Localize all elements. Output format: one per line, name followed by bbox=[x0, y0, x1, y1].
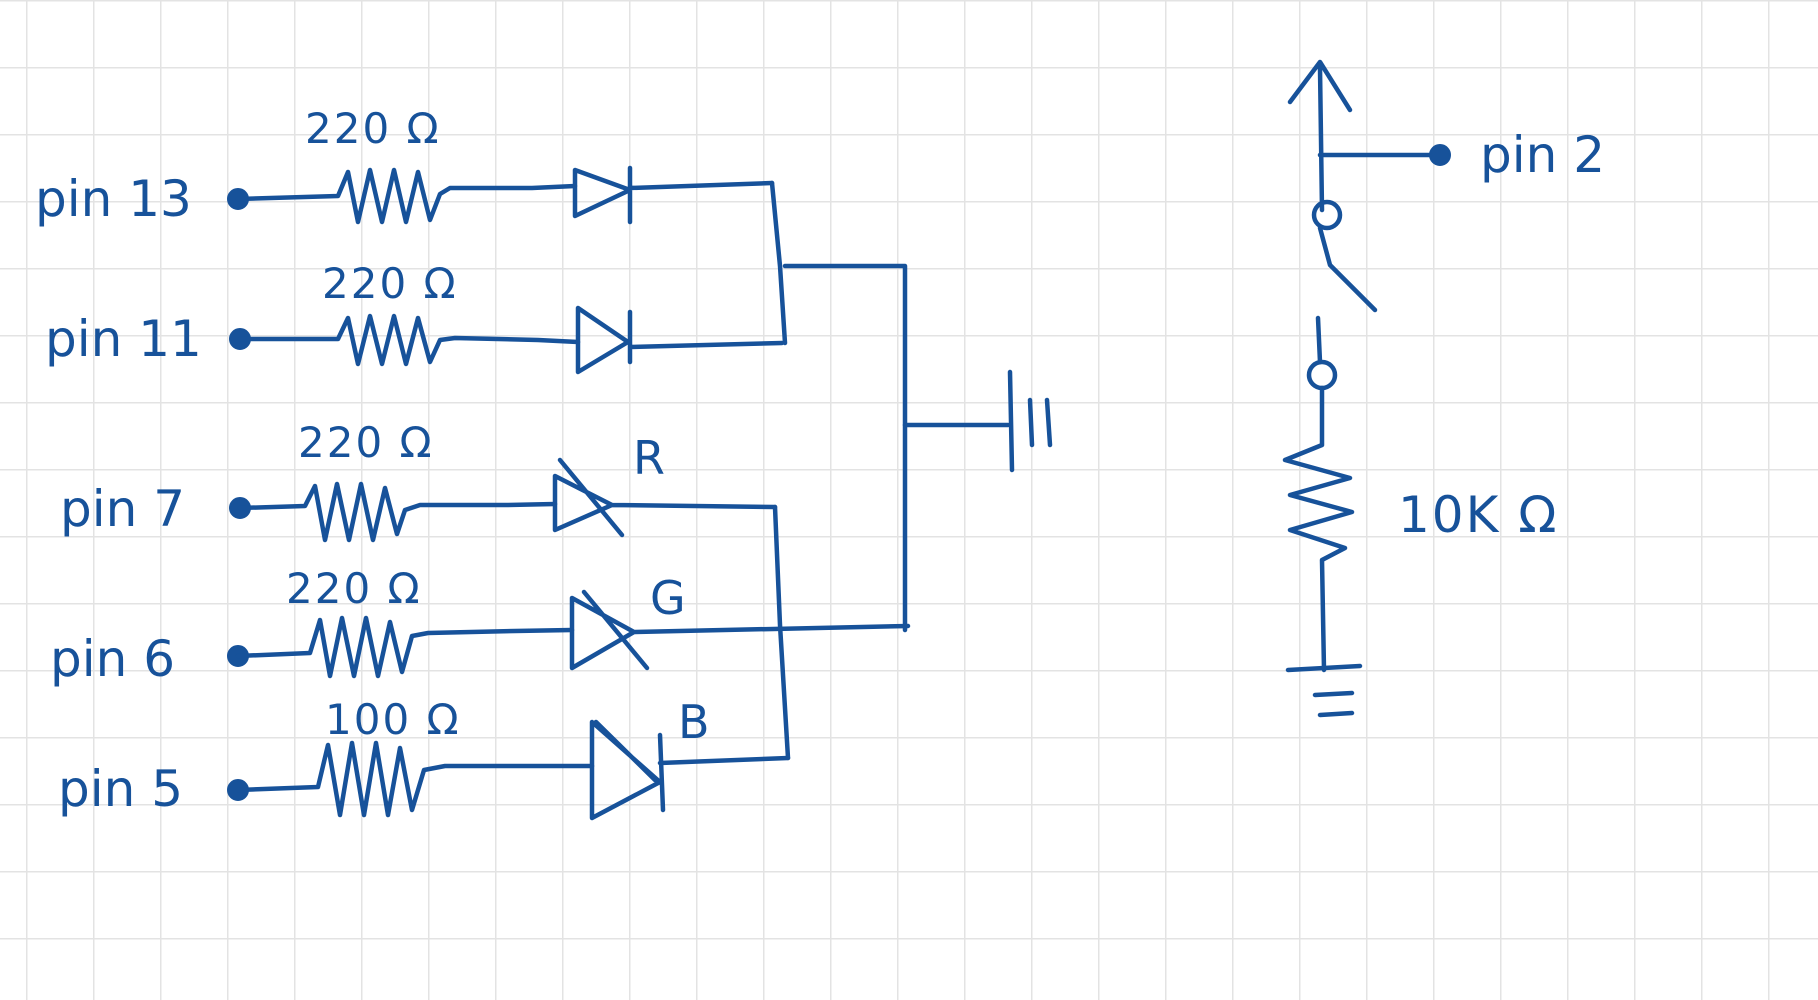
battery-symbol bbox=[1007, 369, 1053, 473]
pin-terminal bbox=[1429, 144, 1451, 166]
rgb-return bbox=[772, 504, 791, 761]
pin-label: pin 6 bbox=[50, 630, 175, 688]
button-circuit: pin 2 10K Ω bbox=[1282, 59, 1605, 718]
channel-pin-6: pin 6 220 Ω G bbox=[50, 564, 911, 688]
channel-pin-11: pin 11 220 Ω bbox=[45, 259, 785, 375]
channel-pin-13: pin 13 220 Ω bbox=[35, 104, 775, 228]
vcc-arrow bbox=[1287, 59, 1353, 213]
switch-contact-bottom bbox=[1306, 359, 1338, 391]
resistor-wire bbox=[235, 167, 578, 225]
resistor-value-label: 100 Ω bbox=[325, 695, 461, 744]
pin-label: pin 11 bbox=[45, 310, 202, 368]
common-bus bbox=[769, 180, 1053, 761]
channel-pin-7: pin 7 220 Ω R bbox=[60, 418, 778, 543]
channel-pin-5: pin 5 100 Ω B bbox=[58, 695, 791, 821]
top-pair-return bbox=[769, 180, 788, 346]
led-color-label: B bbox=[678, 695, 710, 749]
led-color-label: R bbox=[633, 431, 665, 485]
resistor-value-label: 220 Ω bbox=[322, 259, 458, 308]
switch-contact-top bbox=[1311, 199, 1343, 231]
resistor-wire bbox=[237, 481, 558, 543]
pin-label: pin 2 bbox=[1480, 126, 1605, 184]
resistor-value-label: 220 Ω bbox=[305, 104, 441, 153]
led-symbol bbox=[575, 305, 785, 375]
switch-lever bbox=[1317, 225, 1378, 313]
upper-bus bbox=[782, 263, 908, 633]
pin-label: pin 5 bbox=[58, 760, 183, 818]
led-symbol bbox=[589, 719, 791, 821]
resistor-value-label: 10K Ω bbox=[1398, 486, 1559, 544]
pin-label: pin 7 bbox=[60, 480, 185, 538]
pin-label: pin 13 bbox=[35, 170, 192, 228]
resistor-value-label: 220 Ω bbox=[298, 418, 434, 467]
resistor-wire bbox=[237, 313, 581, 367]
ground-symbol bbox=[1285, 663, 1363, 718]
switch-lead bbox=[1315, 315, 1323, 365]
pulldown-resistor bbox=[1282, 385, 1355, 673]
resistor-wire bbox=[235, 615, 575, 679]
led-color-label: G bbox=[650, 571, 686, 625]
led-symbol bbox=[569, 589, 911, 671]
resistor-wire bbox=[235, 740, 595, 818]
resistor-value-label: 220 Ω bbox=[286, 564, 422, 613]
led-symbol bbox=[552, 457, 778, 538]
led-symbol bbox=[572, 165, 775, 225]
